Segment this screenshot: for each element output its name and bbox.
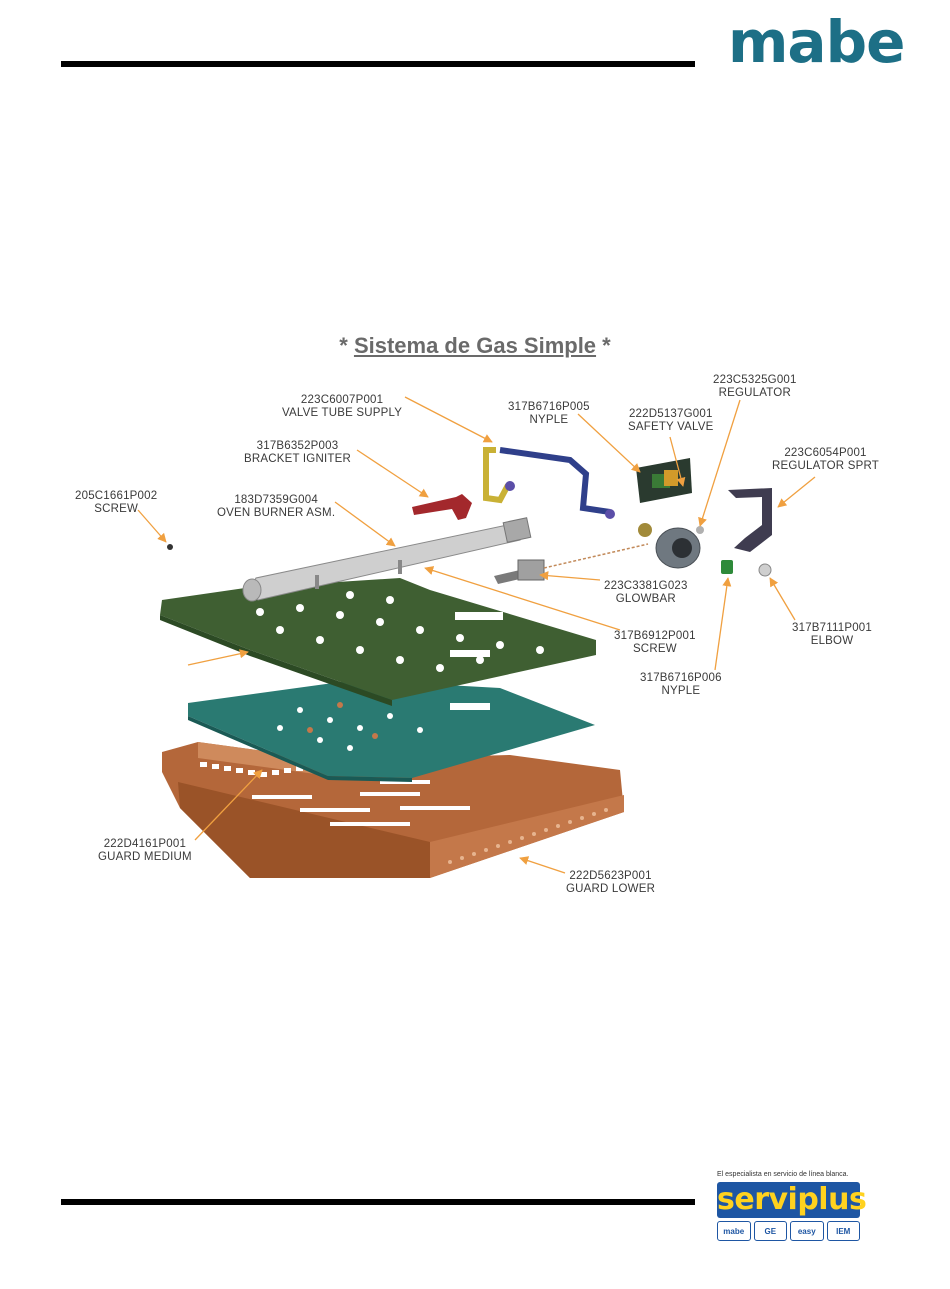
screw-part: [167, 544, 173, 550]
brand-iem-badge: IEM: [826, 1221, 860, 1241]
brand-mabe-badge: mabe: [717, 1221, 751, 1241]
guard-lower-part: [162, 742, 624, 878]
oven-bottom-plate-part: [160, 578, 596, 706]
title-main: Sistema de Gas Simple: [353, 333, 597, 358]
serviplus-tagline: El especialista en servicio de línea bla…: [717, 1171, 849, 1178]
title-suffix: *: [602, 333, 611, 358]
title-prefix: *: [339, 333, 348, 358]
regulator-part: [655, 526, 704, 569]
footer-rule: [61, 1199, 695, 1205]
header-rule: [61, 61, 695, 67]
mabe-logo: mabe: [728, 8, 905, 76]
valve-tube-supply-part: [483, 447, 615, 519]
regulator-support-part: [728, 488, 772, 552]
serviplus-logo: serviplus: [717, 1182, 867, 1218]
leader-lines: [137, 396, 816, 874]
safety-valve-part: [636, 458, 692, 503]
elbow-fitting-part: [758, 563, 772, 577]
diagram-title: * Sistema de Gas Simple *: [0, 333, 950, 359]
brand-ge-badge: GE: [753, 1221, 787, 1241]
brand-easy-badge: easy: [790, 1221, 824, 1241]
glowbar-part: [494, 543, 649, 584]
guard-medium-part: [188, 680, 595, 782]
oven-burner-part: [242, 517, 532, 602]
bracket-igniter-part: [412, 494, 472, 520]
serviplus-brand-strip: mabe GE easy IEM: [717, 1221, 860, 1241]
nyple-fitting-part: [638, 523, 733, 574]
